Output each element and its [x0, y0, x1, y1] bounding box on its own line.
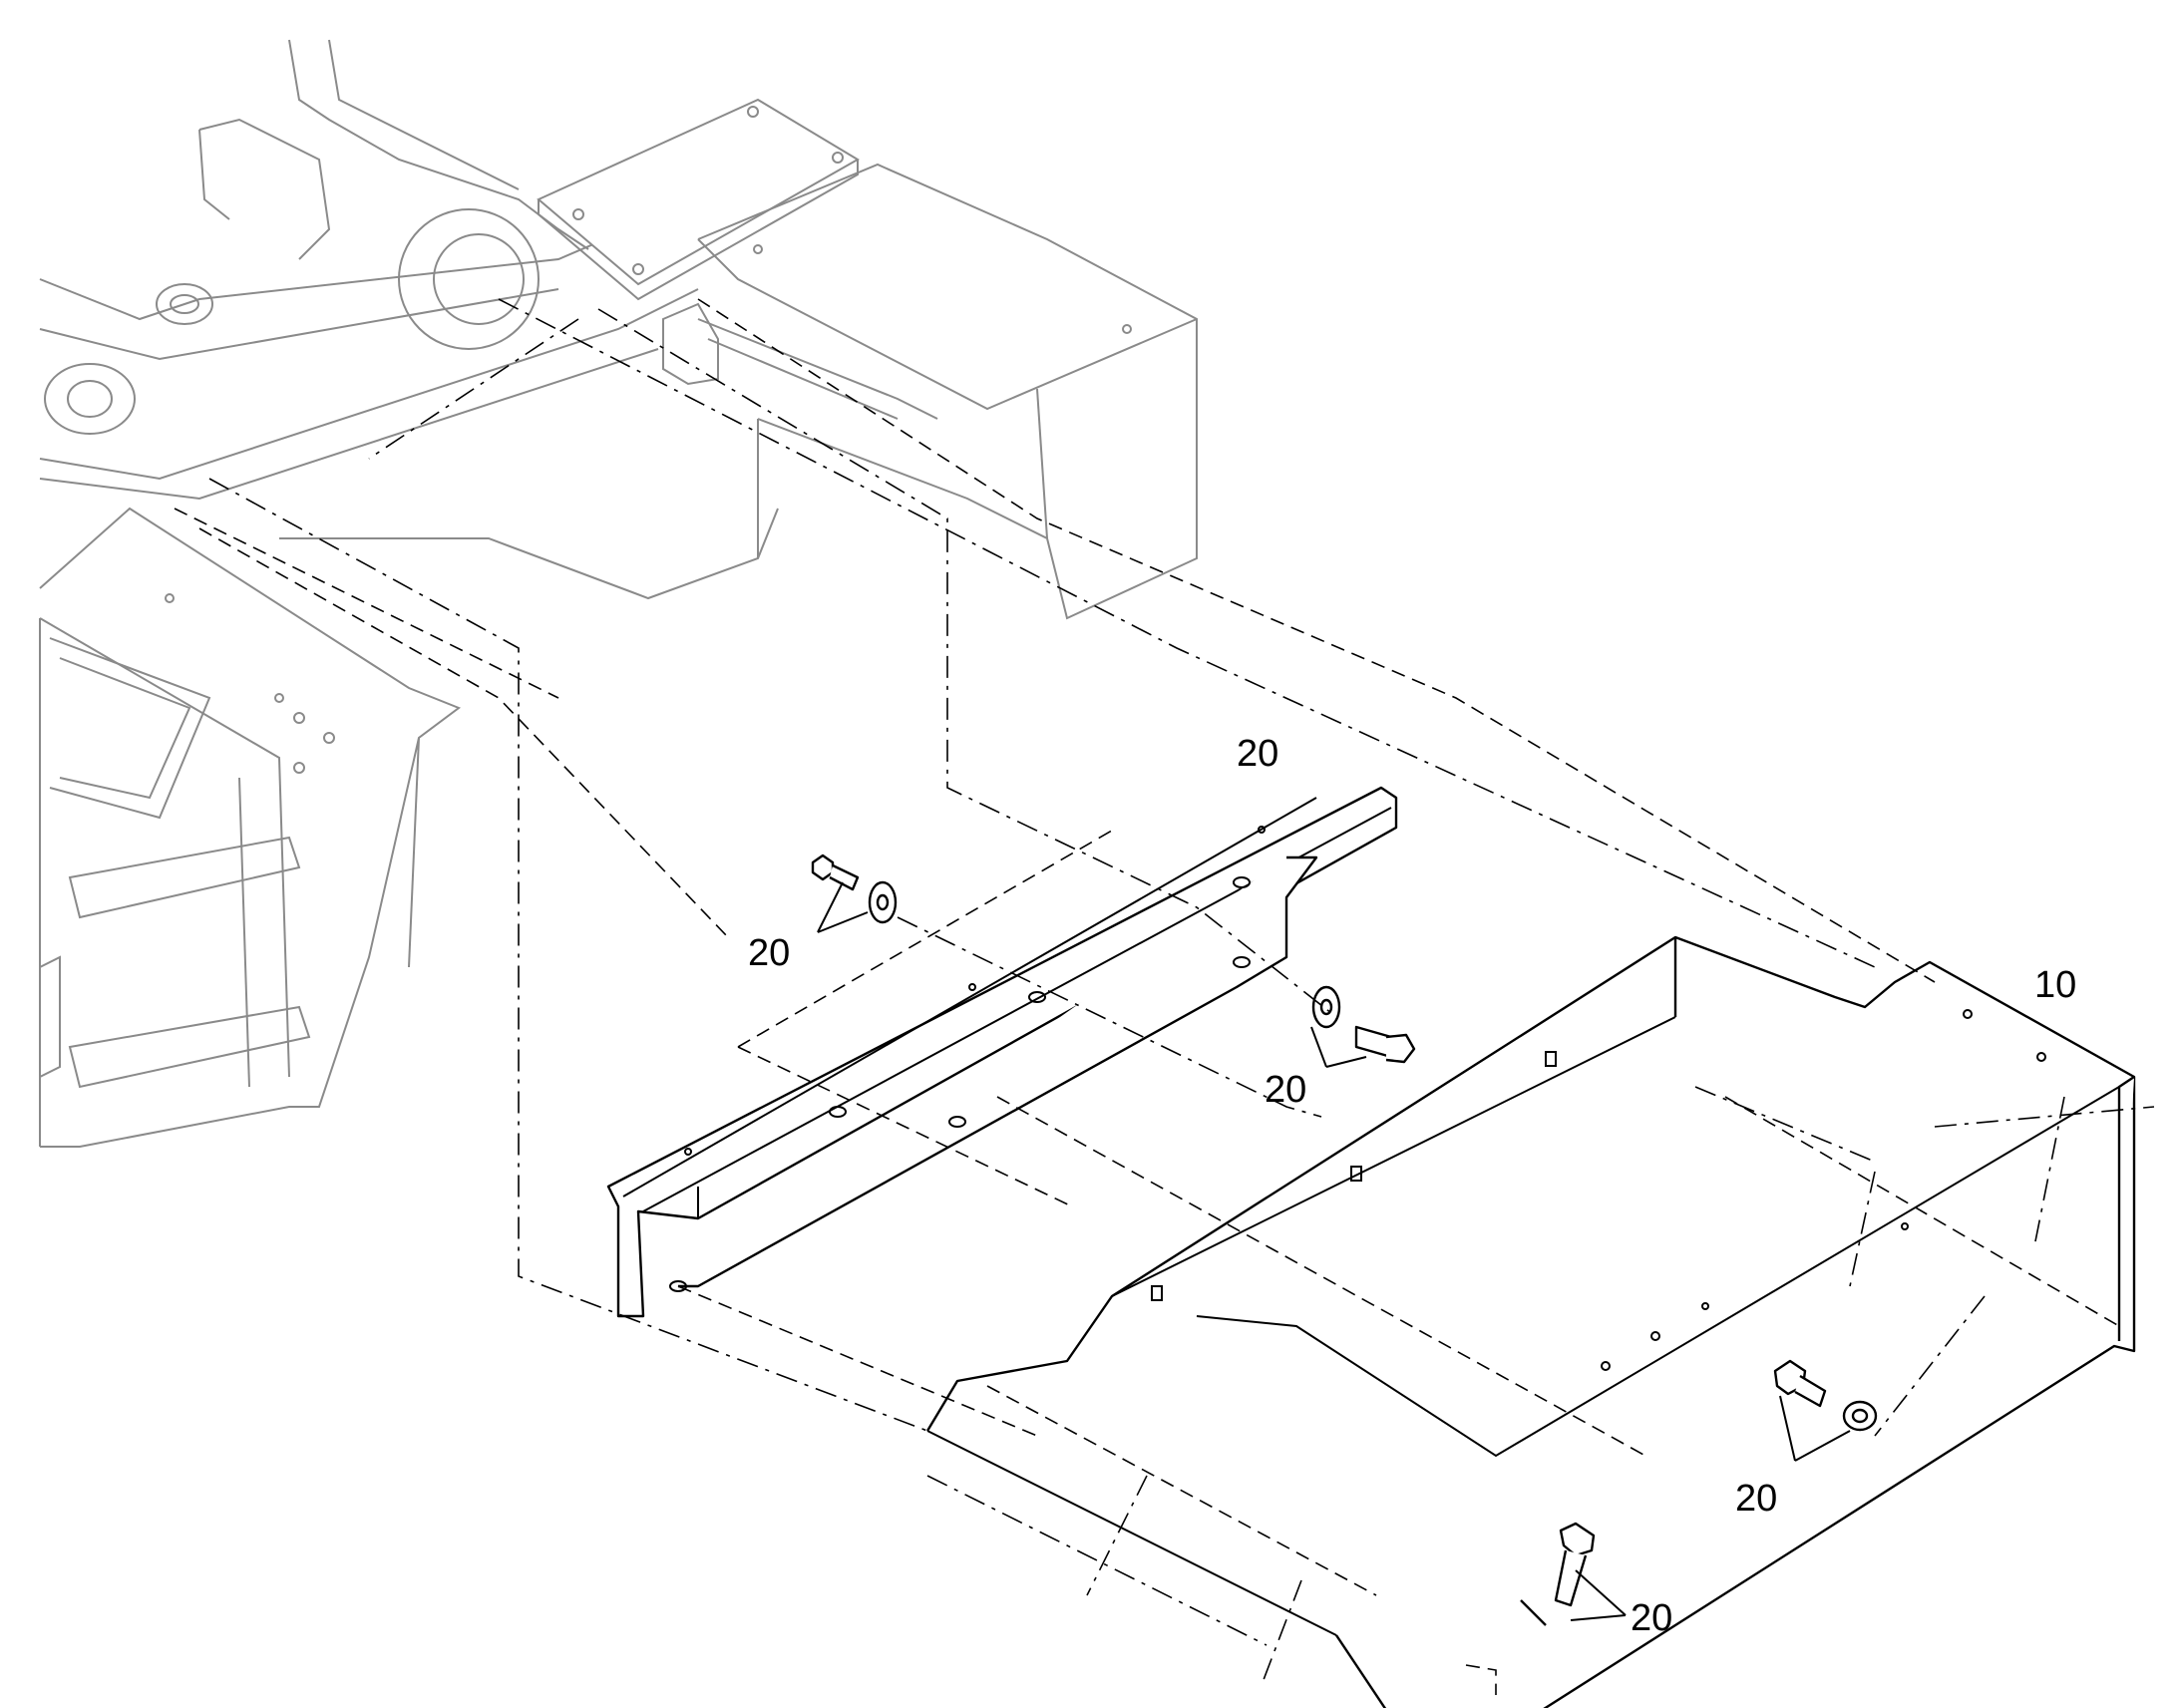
- callout-item-20-mid-bolt: 20: [1265, 1069, 1306, 1111]
- callout-item-20-left-bolt: 20: [748, 932, 790, 974]
- assembly-lines: [174, 298, 2155, 1695]
- callouts: 10 20 20 20 20 20: [748, 733, 2076, 1639]
- machine-frame-context: [39, 39, 1198, 1148]
- callout-item-20-bottom-bolt: 20: [1631, 1597, 1672, 1639]
- leader-lines: [817, 881, 1851, 1621]
- bolt-with-washer-middle: [1311, 985, 1416, 1064]
- part-20-channel-rail: [606, 786, 1398, 1318]
- bolt-with-washer-left: [811, 854, 898, 924]
- callout-item-20-right-bolt: 20: [1735, 1478, 1777, 1520]
- bolt-with-pin-bottom: [1520, 1522, 1596, 1626]
- bolt-with-washer-right: [1773, 1359, 1878, 1432]
- callout-item-10: 10: [2034, 964, 2076, 1006]
- callout-item-20-rail: 20: [1237, 733, 1278, 775]
